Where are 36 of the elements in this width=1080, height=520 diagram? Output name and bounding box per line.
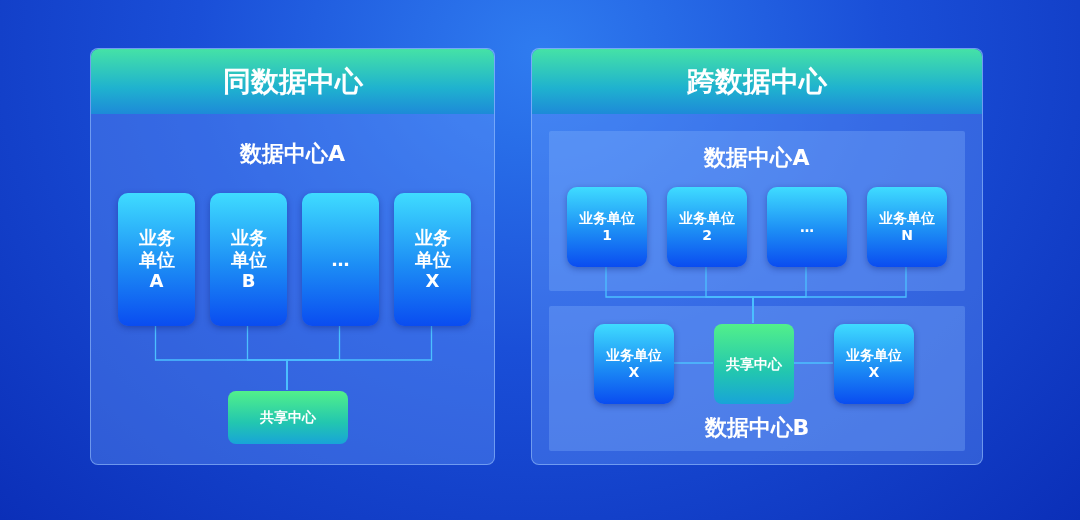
data-center-panel — [549, 306, 965, 451]
unit-label: 业务单位B — [229, 227, 268, 292]
data-center-title: 数据中心A — [238, 140, 346, 168]
unit-label: 共享中心 — [260, 409, 316, 426]
unit-label: 业务单位2 — [678, 210, 736, 244]
business-unit-box — [867, 187, 947, 267]
panel-heading: 跨数据中心 — [532, 49, 982, 114]
business-unit-box — [834, 324, 914, 404]
business-unit-box — [767, 187, 847, 267]
unit-label: 共享中心 — [726, 355, 782, 373]
business-unit-box — [210, 193, 287, 326]
data-center-title: 数据中心B — [703, 414, 811, 442]
business-unit-box — [594, 324, 674, 404]
unit-label: 业务单位1 — [578, 210, 636, 244]
unit-label: 业务单位N — [878, 210, 936, 244]
business-unit-box — [394, 193, 471, 326]
panel-heading: 同数据中心 — [91, 49, 494, 114]
section-panel — [90, 48, 495, 465]
connector-line — [672, 362, 714, 364]
unit-label: 业务单位X — [845, 347, 903, 381]
business-unit-box — [667, 187, 747, 267]
section-panel — [531, 48, 983, 465]
shared-center-box — [714, 324, 794, 404]
business-unit-box — [302, 193, 379, 326]
unit-label: … — [330, 248, 351, 271]
business-unit-box — [567, 187, 647, 267]
unit-label: 业务单位X — [413, 227, 452, 292]
business-unit-box — [118, 193, 195, 326]
shared-center-box — [228, 391, 348, 444]
data-center-panel — [549, 131, 965, 291]
unit-label: 业务单位X — [605, 347, 663, 381]
data-center-title: 数据中心A — [702, 144, 811, 172]
connector-line — [792, 362, 834, 364]
unit-label: 业务单位A — [137, 227, 176, 292]
connector-line — [286, 324, 433, 391]
unit-label: … — [799, 218, 815, 236]
